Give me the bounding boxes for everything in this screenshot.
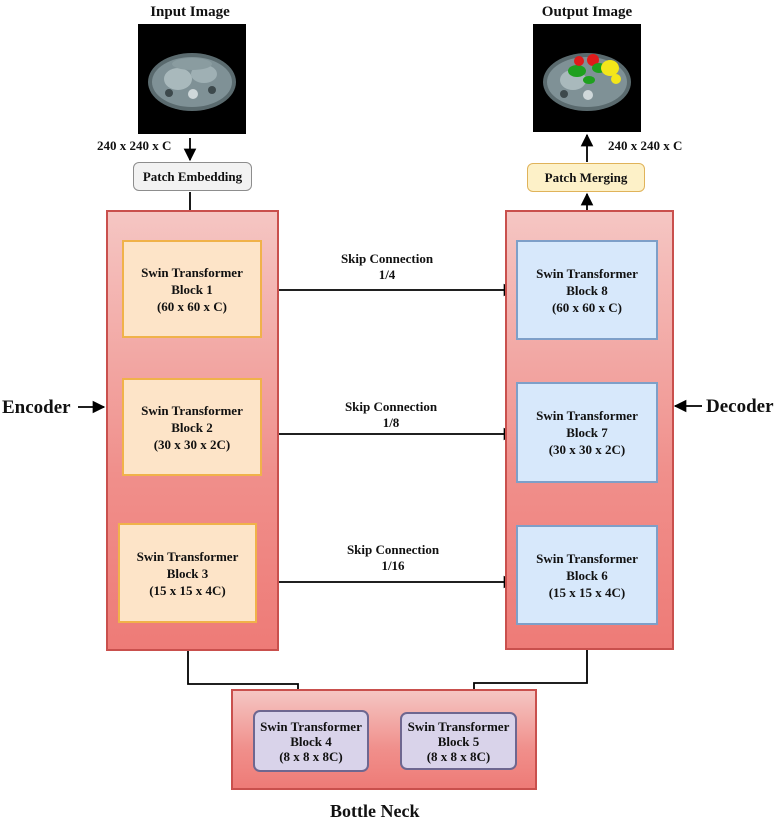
patch-embedding-box: Patch Embedding xyxy=(133,162,252,191)
block-number: Block 5 xyxy=(437,733,480,749)
skip-ratio: 1/4 xyxy=(378,267,396,282)
block-dimensions: (8 x 8 x 8C) xyxy=(279,748,343,764)
encoder-label: Encoder xyxy=(2,397,71,418)
block-label: Swin Transformer xyxy=(141,402,243,418)
bottleneck-block-4: Swin Transformer Block 4 (8 x 8 x 8C) xyxy=(253,710,369,772)
bottleneck-label: Bottle Neck xyxy=(330,801,420,821)
block-number: Block 2 xyxy=(171,419,213,435)
encoder-block-3: Swin Transformer Block 3 (15 x 15 x 4C) xyxy=(118,523,257,623)
skip-connection-label-1: Skip Connection 1/4 xyxy=(322,251,452,283)
block-label: Swin Transformer xyxy=(536,550,638,566)
block-number: Block 6 xyxy=(566,567,608,583)
block-dimensions: (30 x 30 x 2C) xyxy=(548,442,626,457)
skip-label: Skip Connection xyxy=(344,399,438,414)
input-image-title: Input Image xyxy=(150,4,230,20)
patch-merging-box: Patch Merging xyxy=(527,163,645,192)
block-number: Block 8 xyxy=(566,282,608,298)
block-dimensions: (60 x 60 x C) xyxy=(551,299,623,315)
block-label: Swin Transformer xyxy=(260,718,362,734)
skip-label: Skip Connection xyxy=(346,542,440,557)
bottleneck-block-5: Swin Transformer Block 5 (8 x 8 x 8C) xyxy=(400,712,517,770)
decoder-block-7: Swin Transformer Block 7 (30 x 30 x 2C) xyxy=(516,382,658,483)
block-label: Swin Transformer xyxy=(136,548,239,564)
skip-ratio: 1/16 xyxy=(381,558,405,573)
block-label: Swin Transformer xyxy=(141,264,243,280)
block-dimensions: (8 x 8 x 8C) xyxy=(426,748,491,764)
output-segmentation-image xyxy=(533,24,641,132)
encoder-block-2: Swin Transformer Block 2 (30 x 30 x 2C) xyxy=(122,378,262,476)
input-scan-image xyxy=(138,24,246,134)
input-size-label: 240 x 240 x C xyxy=(97,138,172,153)
block-number: Block 4 xyxy=(290,733,332,749)
block-dimensions: (60 x 60 x C) xyxy=(156,298,228,314)
block-dimensions: (30 x 30 x 2C) xyxy=(153,436,231,452)
skip-connection-label-2: Skip Connection 1/8 xyxy=(326,399,456,431)
block-number: Block 7 xyxy=(566,425,608,440)
block-dimensions: (15 x 15 x 4C) xyxy=(149,582,226,598)
output-size-label: 240 x 240 x C xyxy=(608,138,683,153)
output-image-title: Output Image xyxy=(541,4,633,20)
block-number: Block 1 xyxy=(171,281,213,297)
block-label: Swin Transformer xyxy=(407,718,510,734)
skip-ratio: 1/8 xyxy=(382,415,400,430)
block-label: Swin Transformer xyxy=(536,265,638,281)
decoder-block-6: Swin Transformer Block 6 (15 x 15 x 4C) xyxy=(516,525,658,625)
skip-label: Skip Connection xyxy=(340,251,434,266)
block-number: Block 3 xyxy=(166,565,209,581)
decoder-label: Decoder xyxy=(706,396,774,417)
encoder-block-1: Swin Transformer Block 1 (60 x 60 x C) xyxy=(122,240,262,338)
decoder-block-8: Swin Transformer Block 8 (60 x 60 x C) xyxy=(516,240,658,340)
block-label: Swin Transformer xyxy=(536,408,638,423)
block-dimensions: (15 x 15 x 4C) xyxy=(548,584,626,600)
skip-connection-label-3: Skip Connection 1/16 xyxy=(328,542,458,574)
